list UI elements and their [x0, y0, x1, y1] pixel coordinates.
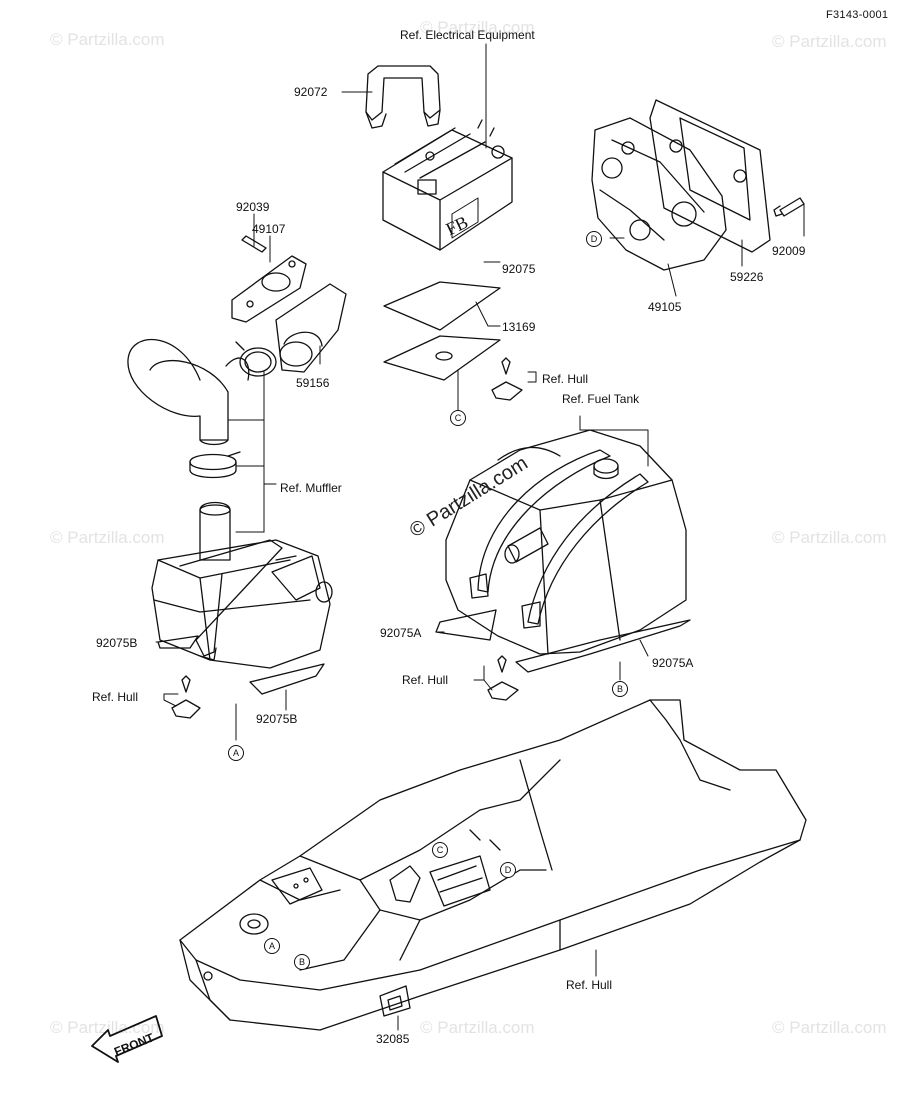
- label-59156: 59156: [296, 376, 330, 390]
- elbow-59156: [275, 283, 347, 373]
- label-49107: 49107: [252, 222, 286, 236]
- label-92075B-bottom: 92075B: [256, 712, 298, 726]
- label-92039: 92039: [236, 200, 270, 214]
- pad-92075B-left: [157, 635, 199, 649]
- exhaust-elbow: [127, 338, 250, 446]
- diagram-code: F3143-0001: [826, 9, 889, 21]
- label-49105: 49105: [648, 300, 682, 314]
- bolt-92039: [241, 235, 267, 253]
- battery-pads: [383, 281, 501, 381]
- watermark: © Partzilla.com: [50, 30, 165, 49]
- label-ref-hull: Ref. Hull: [566, 978, 613, 992]
- battery-label: FB: [443, 212, 471, 239]
- ref-marker-c: C: [450, 410, 466, 426]
- muffler: [151, 501, 333, 669]
- watermark: © Partzilla.com: [772, 528, 887, 547]
- label-ref-hull: Ref. Hull: [402, 673, 449, 687]
- screw-clip-2: [491, 357, 523, 401]
- ref-marker-d: D: [586, 231, 602, 247]
- battery-case: [591, 99, 771, 271]
- clamp-upper: [235, 341, 277, 377]
- gasket-49107: [231, 255, 307, 323]
- battery-strap: [365, 65, 441, 129]
- ref-marker-d: D: [500, 862, 516, 878]
- watermark: © Partzilla.com: [420, 1018, 535, 1037]
- label-92075A-left: 92075A: [380, 626, 422, 640]
- ref-marker-a: A: [228, 745, 244, 761]
- watermark: © Partzilla.com: [50, 1018, 165, 1037]
- watermark: © Partzilla.com: [50, 528, 165, 547]
- label-59226: 59226: [730, 270, 764, 284]
- ref-marker-b: B: [612, 681, 628, 697]
- leader-lines: [155, 43, 805, 1031]
- ref-marker-b: B: [294, 954, 310, 970]
- pad-92075A-left: [435, 609, 497, 641]
- hull: [179, 699, 807, 1031]
- fuel-tank: [445, 429, 687, 655]
- battery: [382, 119, 513, 251]
- watermark: © Partzilla.com: [420, 18, 535, 37]
- label-ref-fuel-tank: Ref. Fuel Tank: [562, 392, 640, 406]
- label-32085: 32085: [376, 1032, 410, 1046]
- front-label: FRONT: [112, 1030, 156, 1059]
- pad-92075B-bottom: [249, 663, 325, 695]
- label-ref-hull: Ref. Hull: [92, 690, 139, 704]
- clamp-lower: [189, 451, 241, 479]
- label-ref-electrical: Ref. Electrical Equipment: [400, 28, 535, 42]
- pad-92075A-right: [515, 619, 691, 673]
- label-13169: 13169: [502, 320, 536, 334]
- label-92009: 92009: [772, 244, 806, 258]
- label-92075: 92075: [502, 262, 536, 276]
- label-ref-hull: Ref. Hull: [542, 372, 589, 386]
- label-92075B-left: 92075B: [96, 636, 138, 650]
- bolt: [773, 197, 805, 217]
- label-ref-muffler: Ref. Muffler: [280, 481, 342, 495]
- label-92072: 92072: [294, 85, 328, 99]
- watermark: © Partzilla.com: [772, 32, 887, 51]
- watermark: © Partzilla.com: [772, 1018, 887, 1037]
- label-92075A-right: 92075A: [652, 656, 694, 670]
- front-arrow: [91, 1015, 163, 1063]
- ref-marker-a: A: [264, 938, 280, 954]
- screw-clip-1: [171, 675, 201, 719]
- ref-marker-c: C: [432, 842, 448, 858]
- screw-clip-3: [487, 655, 519, 701]
